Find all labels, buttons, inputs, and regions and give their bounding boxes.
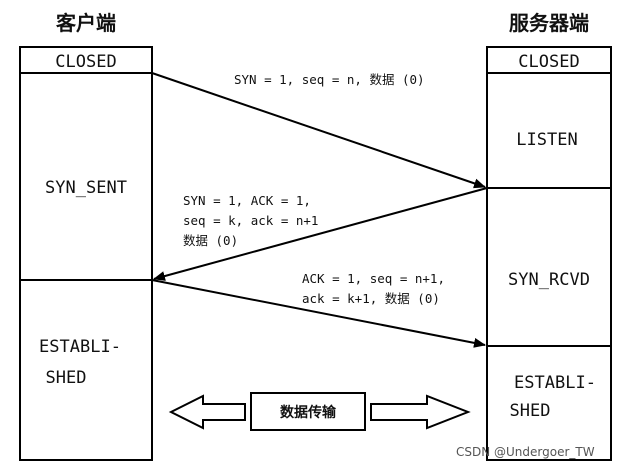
- data-transfer-label: 数据传输: [280, 404, 337, 421]
- server-column: CLOSED LISTEN SYN_RCVD ESTABLI- SHED: [486, 46, 612, 461]
- client-column: CLOSED SYN_SENT ESTABLI- SHED: [19, 46, 153, 461]
- server-state-established-1: ESTABLI-: [514, 373, 596, 393]
- ack-message-line-2: ack = k+1, 数据 (0): [302, 291, 440, 306]
- left-block-arrow: [168, 394, 246, 430]
- server-syn-rcvd-box: [486, 187, 612, 347]
- right-block-arrow: [370, 394, 471, 430]
- syn-message-label: SYN = 1, seq = n, 数据 (0): [234, 72, 425, 87]
- client-syn-sent-box: [19, 72, 153, 281]
- syn-ack-message-line-2: seq = k, ack = n+1: [183, 213, 318, 228]
- syn-ack-arrow: [153, 187, 488, 281]
- client-state-established-2: SHED: [46, 368, 87, 388]
- server-state-listen: LISTEN: [516, 130, 577, 150]
- server-established-box: [486, 345, 612, 461]
- client-established-box: [19, 279, 153, 461]
- client-title: 客户端: [55, 11, 116, 35]
- syn-arrow: [151, 72, 486, 189]
- server-state-syn-rcvd: SYN_RCVD: [508, 270, 590, 290]
- server-listen-box: [486, 72, 612, 189]
- server-state-established-2: SHED: [510, 401, 551, 421]
- server-title: 服务器端: [509, 11, 589, 35]
- client-state-established-1: ESTABLI-: [39, 337, 121, 357]
- syn-ack-message-line-3: 数据 (0): [183, 233, 238, 248]
- data-transfer-box: [250, 392, 366, 431]
- server-state-closed: CLOSED: [518, 52, 579, 72]
- ack-arrow: [151, 279, 486, 348]
- ack-message-line-1: ACK = 1, seq = n+1,: [302, 271, 445, 286]
- client-state-syn-sent: SYN_SENT: [45, 178, 127, 198]
- watermark-text: CSDN @Undergoer_TW: [456, 445, 595, 459]
- syn-ack-message-line-1: SYN = 1, ACK = 1,: [183, 193, 311, 208]
- client-state-closed: CLOSED: [55, 52, 116, 72]
